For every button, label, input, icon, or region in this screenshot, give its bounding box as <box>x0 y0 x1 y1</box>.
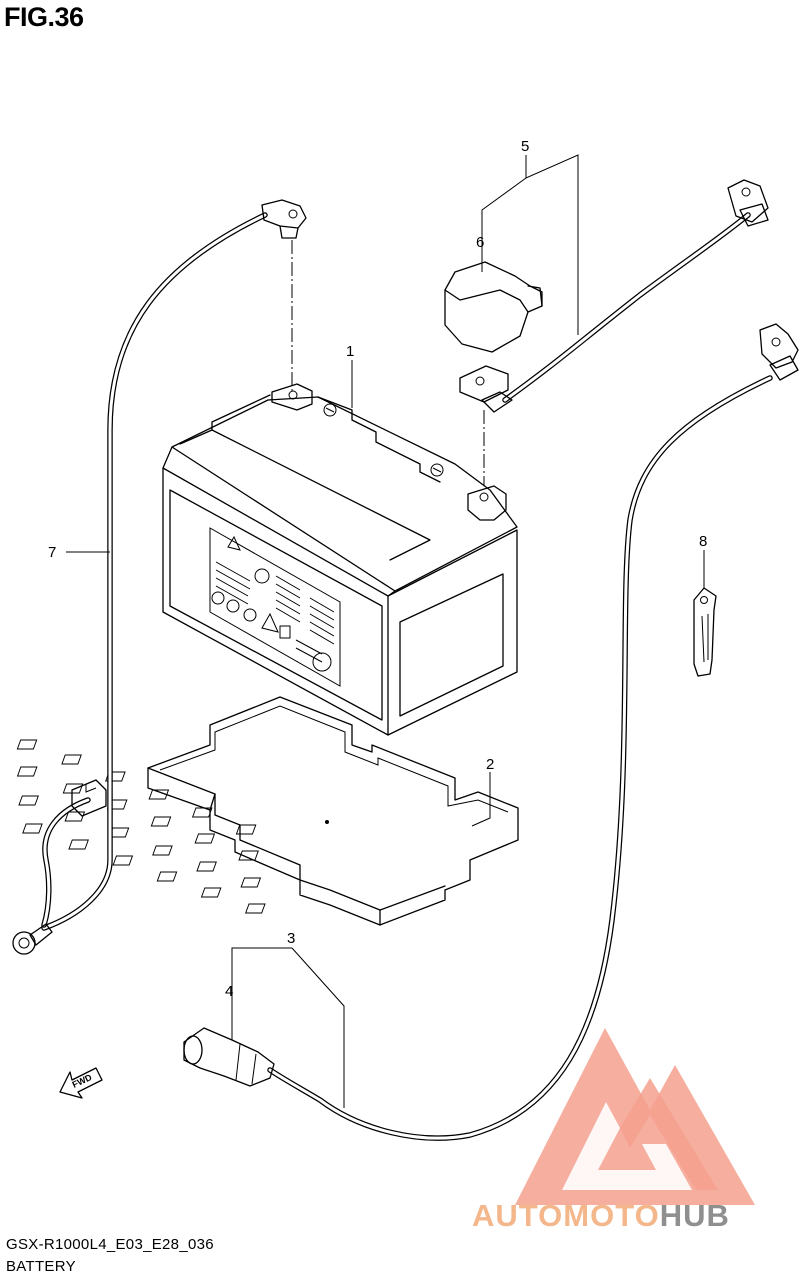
starter-lead <box>183 323 799 1141</box>
watermark-moto: MOTO <box>563 1198 660 1233</box>
callout-3: 3 <box>287 930 295 947</box>
figure-code: GSX-R1000L4_E03_E28_036 <box>6 1236 214 1253</box>
terminal-cap <box>444 261 543 353</box>
callout-4: 4 <box>225 983 233 1000</box>
battery <box>162 383 518 736</box>
callout-1: 1 <box>346 343 354 360</box>
callout-6: 6 <box>476 234 484 251</box>
leader-lines <box>66 154 705 1108</box>
callout-8: 8 <box>699 533 707 550</box>
watermark-hub: HUB <box>659 1198 730 1233</box>
callout-5: 5 <box>521 138 529 155</box>
figure-title: FIG.36 <box>4 2 84 32</box>
automotohub-logo <box>515 1028 755 1205</box>
battery-band <box>693 587 717 677</box>
figure-name: BATTERY <box>6 1258 76 1275</box>
battery-tray <box>16 696 519 926</box>
watermark-auto: AUTO <box>472 1198 564 1233</box>
fwd-arrow-label: FWD <box>71 1072 94 1090</box>
positive-lead <box>459 179 769 413</box>
watermark-text: AUTOMOTOHUB <box>472 1198 730 1234</box>
fwd-arrow-icon: FWD <box>59 1067 103 1099</box>
callout-7: 7 <box>48 544 56 561</box>
negative-lead <box>12 199 307 955</box>
callout-2: 2 <box>486 756 494 773</box>
